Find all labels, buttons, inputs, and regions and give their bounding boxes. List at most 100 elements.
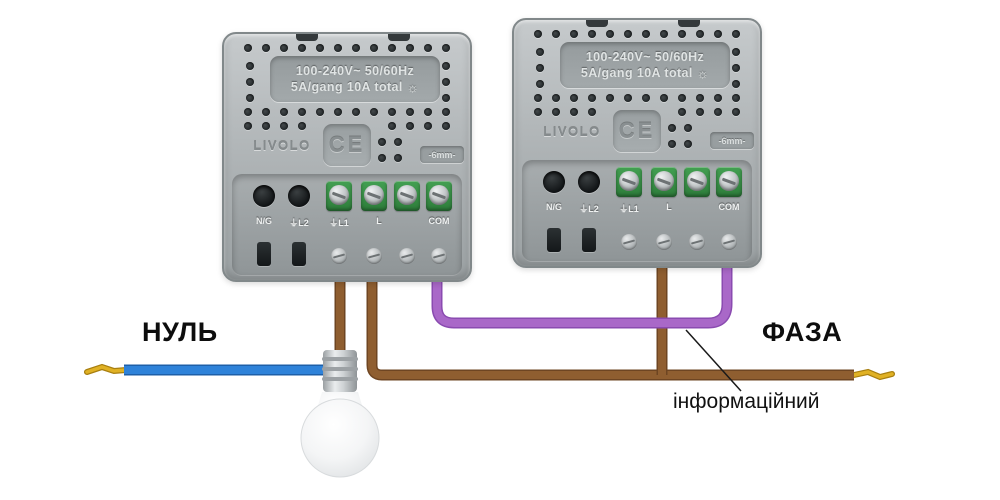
signal-wire-outline: [431, 260, 733, 329]
terminal-label: ⏚L1: [329, 218, 349, 228]
vent-hole: [668, 140, 676, 148]
vent-hole: [280, 44, 288, 52]
vent-hole: [244, 44, 252, 52]
vent-hole: [536, 80, 544, 88]
brightness-icon: ☼: [406, 79, 420, 95]
vent-hole: [424, 122, 432, 130]
vent-hole: [406, 122, 414, 130]
vent-hole: [370, 44, 378, 52]
terminal-aux: [394, 181, 420, 211]
bottom-slot: [292, 242, 306, 266]
vent-hole: [732, 94, 740, 102]
vent-hole: [624, 30, 632, 38]
vent-hole: [732, 108, 740, 116]
ce-mark: CE: [323, 124, 371, 166]
vent-hole: [298, 44, 306, 52]
terminal-screw: [429, 185, 449, 205]
terminal-panel: N/G ⏚L2 ⏚L1 L COM: [232, 174, 462, 276]
phase-wire: [368, 268, 854, 379]
terminal-screw: [687, 171, 707, 191]
vent-hole: [424, 44, 432, 52]
terminal-hole-l2: [288, 185, 310, 207]
terminal-screw: [619, 171, 639, 191]
rating-current: 5A/gang 10A total: [580, 66, 693, 80]
vent-hole: [246, 62, 254, 70]
vent-hole: [388, 122, 396, 130]
vent-hole: [570, 108, 578, 116]
terminal-label: ⏚L2: [579, 204, 599, 214]
vent-hole: [552, 30, 560, 38]
vent-hole: [352, 108, 360, 116]
vent-hole: [588, 108, 596, 116]
vent-hole: [660, 30, 668, 38]
vent-hole: [442, 44, 450, 52]
vent-hole: [262, 122, 270, 130]
signal-wire: [433, 260, 731, 327]
terminal-com: [426, 181, 452, 211]
terminal-l1: [326, 181, 352, 211]
brand-text: LIVOLO: [253, 138, 311, 153]
vent-hole: [394, 154, 402, 162]
vent-hole: [424, 108, 432, 116]
vent-hole: [714, 108, 722, 116]
vent-hole: [678, 108, 686, 116]
rating-voltage: 100-240V~ 50/60Hz: [295, 63, 415, 78]
terminal-panel: N/G ⏚L2 ⏚L1 L COM: [522, 160, 752, 262]
vent-hole: [280, 108, 288, 116]
vent-hole: [394, 138, 402, 146]
top-slot: [678, 20, 700, 27]
terminal-aux: [684, 167, 710, 197]
vent-hole: [552, 94, 560, 102]
vent-hole: [714, 94, 722, 102]
vent-hole: [370, 108, 378, 116]
vent-hole: [406, 44, 414, 52]
vent-hole: [696, 108, 704, 116]
annotation-pointer-line: [685, 329, 742, 392]
ce-mark: CE: [613, 110, 661, 152]
vent-hole: [714, 30, 722, 38]
brightness-icon: ☼: [696, 65, 710, 81]
bottom-screw: [656, 234, 672, 250]
vent-hole: [334, 108, 342, 116]
light-bulb: [300, 350, 380, 478]
vent-hole: [552, 108, 560, 116]
vent-hole: [668, 124, 676, 132]
vent-holes: [224, 34, 470, 280]
vent-hole: [606, 94, 614, 102]
vent-hole: [588, 94, 596, 102]
vent-hole: [316, 108, 324, 116]
rating-plate: 100-240V~ 50/60Hz 5A/gang 10A total ☼: [560, 42, 730, 88]
terminal-l: [361, 181, 387, 211]
vent-hole: [732, 30, 740, 38]
vent-hole: [442, 62, 450, 70]
vent-hole: [246, 94, 254, 102]
terminal-label: N/G: [545, 202, 562, 212]
terminal-label: L: [376, 216, 382, 226]
terminal-hole-ng: [543, 171, 565, 193]
bottom-screw: [689, 234, 705, 250]
switch-module: 100-240V~ 50/60Hz 5A/gang 10A total ☼ LI…: [512, 18, 762, 268]
terminal-screw: [719, 171, 739, 191]
vent-hole: [316, 44, 324, 52]
vent-hole: [378, 154, 386, 162]
terminal-screw: [397, 185, 417, 205]
vent-hole: [388, 44, 396, 52]
bottom-screw: [621, 234, 637, 250]
terminal-hole-ng: [253, 185, 275, 207]
vent-hole: [642, 30, 650, 38]
terminal-com: [716, 167, 742, 197]
phase-wire-tip-core: [852, 370, 894, 379]
top-slot: [586, 20, 608, 27]
vent-hole: [262, 44, 270, 52]
vent-hole: [606, 30, 614, 38]
vent-hole: [588, 30, 596, 38]
vent-hole: [696, 30, 704, 38]
vent-hole: [732, 48, 740, 56]
bottom-slot: [582, 228, 596, 252]
terminal-label: ⏚L2: [289, 218, 309, 228]
phase-label: ФАЗА: [762, 317, 843, 347]
terminal-label: L: [666, 202, 672, 212]
vent-hole: [406, 108, 414, 116]
